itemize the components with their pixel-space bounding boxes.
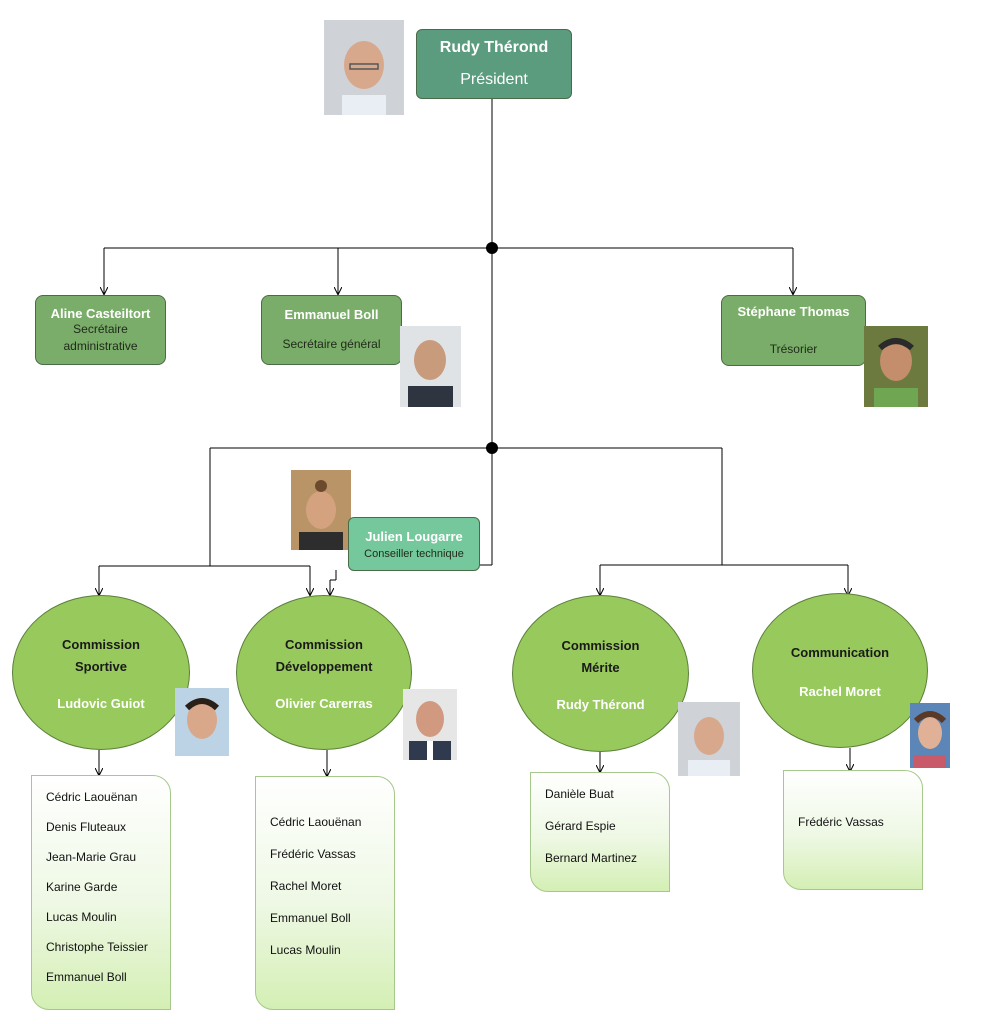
commission-sportive-title-line1: Commission xyxy=(61,637,140,652)
commission-sportive-members: Cédric Laouënan Denis Fluteaux Jean-Mari… xyxy=(31,775,171,1010)
commission-merite-title-line2: Mérite xyxy=(581,660,620,675)
secretary-general-name: Emmanuel Boll xyxy=(284,307,379,322)
commission-developpement-lead-photo xyxy=(403,689,457,760)
commission-sportive-circle: Commission Sportive Ludovic Guiot xyxy=(12,595,190,750)
advisor-photo xyxy=(291,470,351,550)
commission-merite-members: Danièle Buat Gérard Espie Bernard Martin… xyxy=(530,772,670,892)
secretary-admin-box: Aline Casteiltort Secrétaire administrat… xyxy=(35,295,166,365)
commission-sportive-lead: Ludovic Guiot xyxy=(57,696,145,711)
commission-developpement-title-line2: Développement xyxy=(275,659,373,674)
communication-members: Frédéric Vassas xyxy=(783,770,923,890)
member-item: Emmanuel Boll xyxy=(270,911,351,925)
treasurer-name: Stéphane Thomas xyxy=(737,303,850,319)
commission-developpement-members: Cédric Laouënan Frédéric Vassas Rachel M… xyxy=(255,776,395,1010)
commission-merite-title-line1: Commission xyxy=(561,638,640,653)
president-name: Rudy Thérond xyxy=(439,39,549,56)
member-item: Frédéric Vassas xyxy=(270,847,356,861)
communication-lead-photo xyxy=(910,703,950,768)
advisor-name: Julien Lougarre xyxy=(365,528,463,544)
member-item: Lucas Moulin xyxy=(46,910,117,924)
commission-developpement-circle: Commission Développement Olivier Carerra… xyxy=(236,595,412,750)
junction-dot-commissions xyxy=(486,442,498,454)
commission-merite-circle: Commission Mérite Rudy Thérond xyxy=(512,595,689,752)
member-item: Jean-Marie Grau xyxy=(46,850,137,864)
treasurer-role: Trésorier xyxy=(769,341,818,356)
member-item: Rachel Moret xyxy=(270,879,342,893)
commission-developpement-lead: Olivier Carerras xyxy=(275,696,373,711)
member-item: Danièle Buat xyxy=(545,787,614,801)
treasurer-photo xyxy=(864,326,928,407)
secretary-admin-role-line1: Secrétaire xyxy=(73,321,128,336)
secretary-general-role: Secrétaire général xyxy=(282,337,381,351)
member-item: Emmanuel Boll xyxy=(46,970,127,984)
commission-merite-lead: Rudy Thérond xyxy=(556,697,645,712)
member-item: Lucas Moulin xyxy=(270,943,341,957)
advisor-role: Conseiller technique xyxy=(364,547,464,560)
secretary-general-box: Emmanuel Boll Secrétaire général xyxy=(261,295,402,365)
member-item: Bernard Martinez xyxy=(545,851,638,865)
member-item: Karine Garde xyxy=(46,880,118,894)
commission-developpement-title-line1: Commission xyxy=(284,637,363,652)
advisor-box: Julien Lougarre Conseiller technique xyxy=(348,517,480,571)
communication-circle: Communication Rachel Moret xyxy=(752,593,928,748)
commission-sportive-title-line2: Sportive xyxy=(74,659,127,674)
junction-dot-bureau xyxy=(486,242,498,254)
member-item: Cédric Laouënan xyxy=(46,790,138,804)
secretary-admin-role-line2: administrative xyxy=(63,338,138,353)
member-item: Cédric Laouënan xyxy=(270,815,362,829)
secretary-general-photo xyxy=(400,326,461,407)
president-photo xyxy=(324,20,404,115)
commission-sportive-lead-photo xyxy=(175,688,229,756)
treasurer-box: Stéphane Thomas Trésorier xyxy=(721,295,866,366)
president-role: Président xyxy=(460,71,528,88)
secretary-admin-name: Aline Casteiltort xyxy=(50,305,151,321)
member-item: Frédéric Vassas xyxy=(798,815,884,829)
member-item: Christophe Teissier xyxy=(46,940,148,954)
communication-lead: Rachel Moret xyxy=(799,684,881,699)
commission-merite-lead-photo xyxy=(678,702,740,776)
member-item: Denis Fluteaux xyxy=(46,820,127,834)
member-item: Gérard Espie xyxy=(545,819,616,833)
communication-title: Communication xyxy=(790,645,890,660)
president-box: Rudy Thérond Président xyxy=(416,29,572,99)
